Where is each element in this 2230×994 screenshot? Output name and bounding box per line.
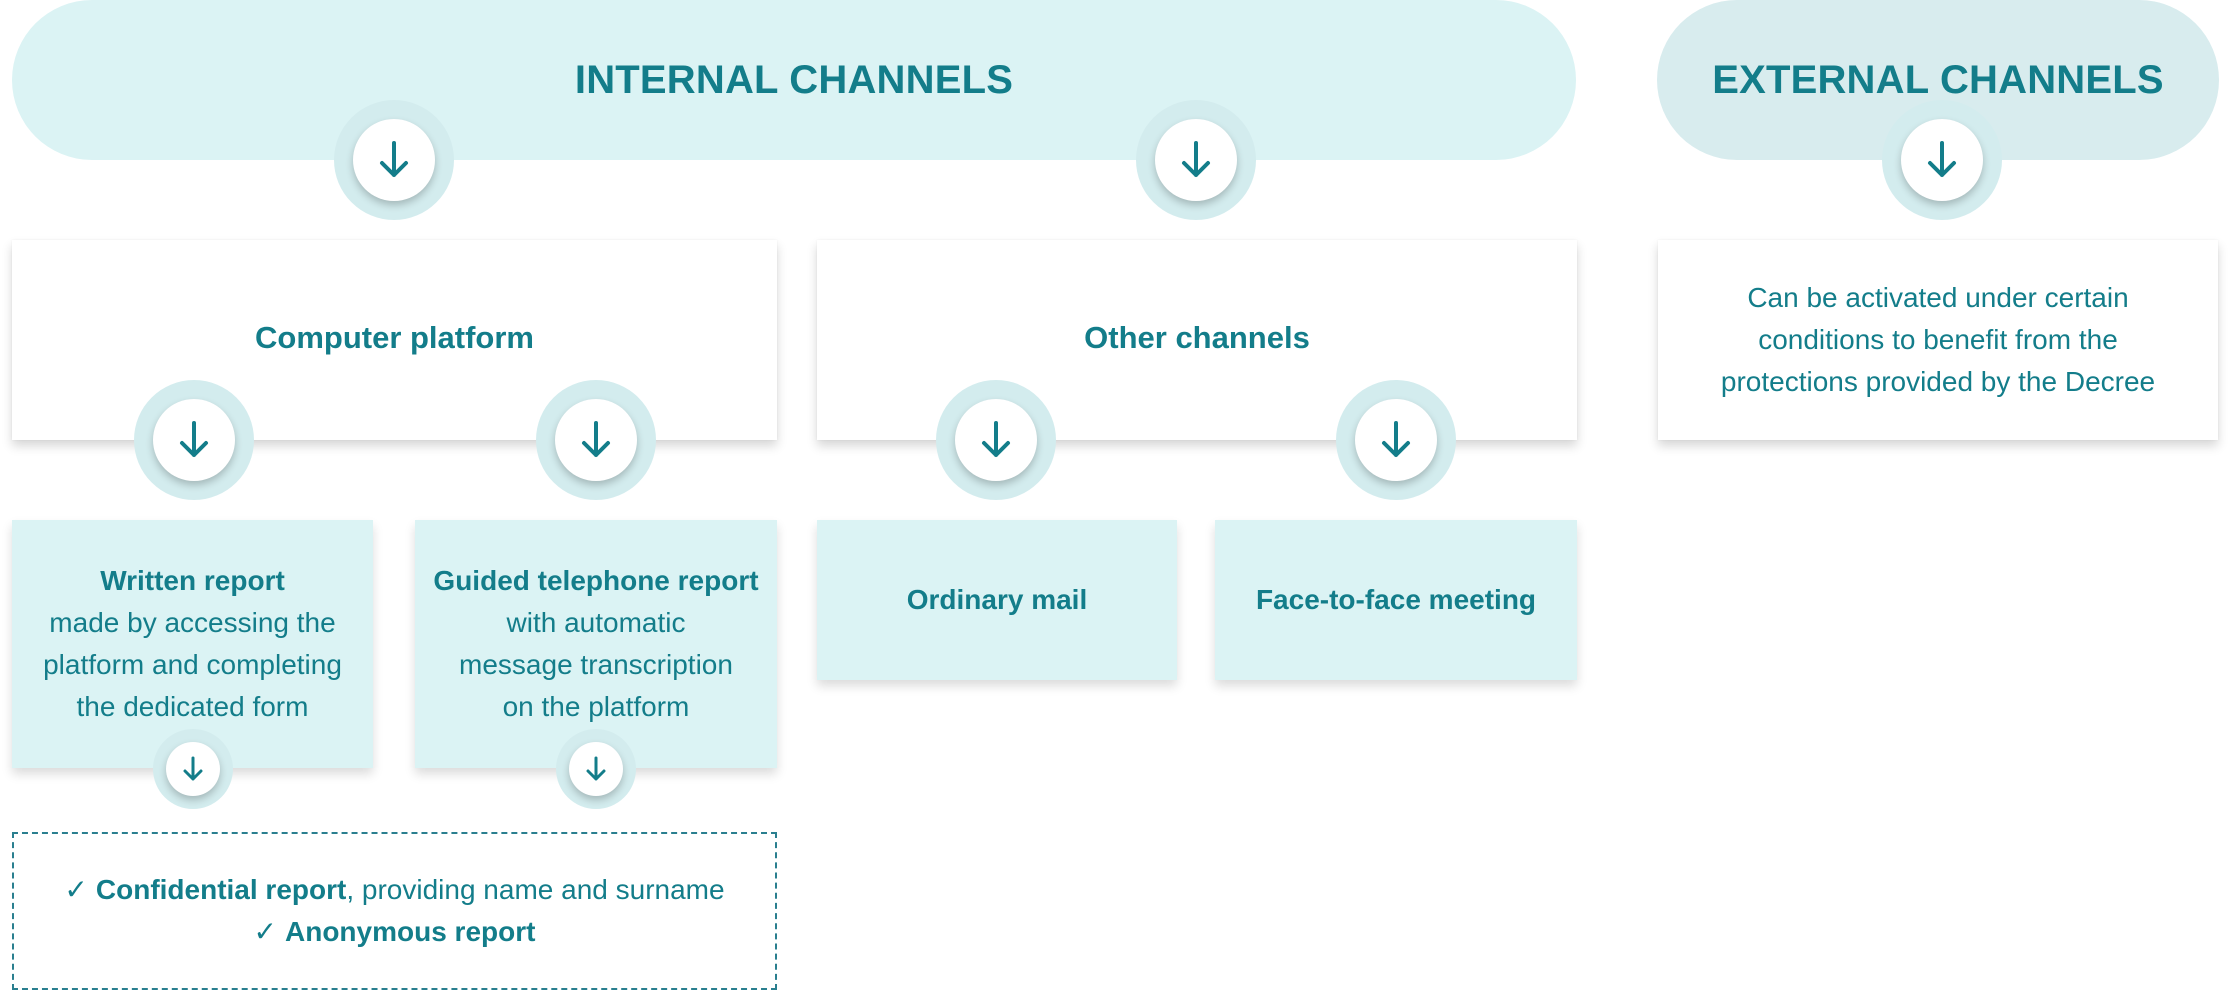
external-info-line: Can be activated under certain xyxy=(1747,282,2129,313)
internal-channels-header: INTERNAL CHANNELS xyxy=(12,0,1576,160)
telephone-report-line: message transcription xyxy=(459,649,733,680)
written-report-line: platform and completing xyxy=(43,649,342,680)
written-report-line: the dedicated form xyxy=(76,691,309,722)
arrow-node xyxy=(1336,380,1456,500)
computer-platform-card: Computer platform xyxy=(12,240,777,440)
arrow-node xyxy=(1882,100,2002,220)
arrow-down-icon xyxy=(586,756,606,781)
other-channels-label: Other channels xyxy=(1084,320,1310,355)
face-to-face-label: Face-to-face meeting xyxy=(1255,584,1537,615)
telephone-report-line: on the platform xyxy=(502,691,690,722)
arrow-down-icon xyxy=(183,756,203,781)
face-to-face-card: Face-to-face meeting xyxy=(1215,520,1577,680)
arrow-down-icon xyxy=(380,141,408,177)
anonymous-report-item: ✓ Anonymous report xyxy=(254,911,536,953)
arrow-node xyxy=(936,380,1056,500)
arrow-down-icon xyxy=(1928,141,1956,177)
external-info-card: Can be activated under certain condition… xyxy=(1658,240,2218,440)
report-types-box: ✓ Confidential report, providing name an… xyxy=(12,832,777,990)
arrow-down-icon xyxy=(180,421,208,457)
external-info-line: conditions to benefit from the xyxy=(1758,324,2118,355)
telephone-report-line: with automatic xyxy=(506,607,686,638)
telephone-report-title: Guided telephone report xyxy=(433,565,759,596)
anonymous-report-label: Anonymous report xyxy=(285,916,536,947)
computer-platform-label: Computer platform xyxy=(255,320,534,355)
telephone-report-card: Guided telephone report with automatic m… xyxy=(415,520,777,768)
external-info-line: protections provided by the Decree xyxy=(1720,366,2156,397)
written-report-title: Written report xyxy=(100,565,285,596)
arrow-down-icon xyxy=(1382,421,1410,457)
arrow-node xyxy=(556,729,636,809)
arrow-down-icon xyxy=(1182,141,1210,177)
arrow-node xyxy=(334,100,454,220)
arrow-node xyxy=(1136,100,1256,220)
arrow-node xyxy=(153,729,233,809)
check-icon: ✓ xyxy=(253,916,277,947)
other-channels-card: Other channels xyxy=(817,240,1577,440)
arrow-down-icon xyxy=(982,421,1010,457)
external-channels-title: EXTERNAL CHANNELS xyxy=(1712,57,2164,102)
written-report-line: made by accessing the xyxy=(49,607,336,638)
confidential-report-label: Confidential report xyxy=(95,874,347,905)
ordinary-mail-card: Ordinary mail xyxy=(817,520,1177,680)
check-icon: ✓ xyxy=(64,874,88,905)
confidential-report-item: ✓ Confidential report, providing name an… xyxy=(64,869,724,911)
confidential-report-detail: , providing name and surname xyxy=(346,874,725,905)
arrow-down-icon xyxy=(582,421,610,457)
internal-channels-title: INTERNAL CHANNELS xyxy=(574,57,1014,102)
arrow-node xyxy=(536,380,656,500)
ordinary-mail-label: Ordinary mail xyxy=(906,584,1088,615)
arrow-node xyxy=(134,380,254,500)
written-report-card: Written report made by accessing the pla… xyxy=(12,520,373,768)
